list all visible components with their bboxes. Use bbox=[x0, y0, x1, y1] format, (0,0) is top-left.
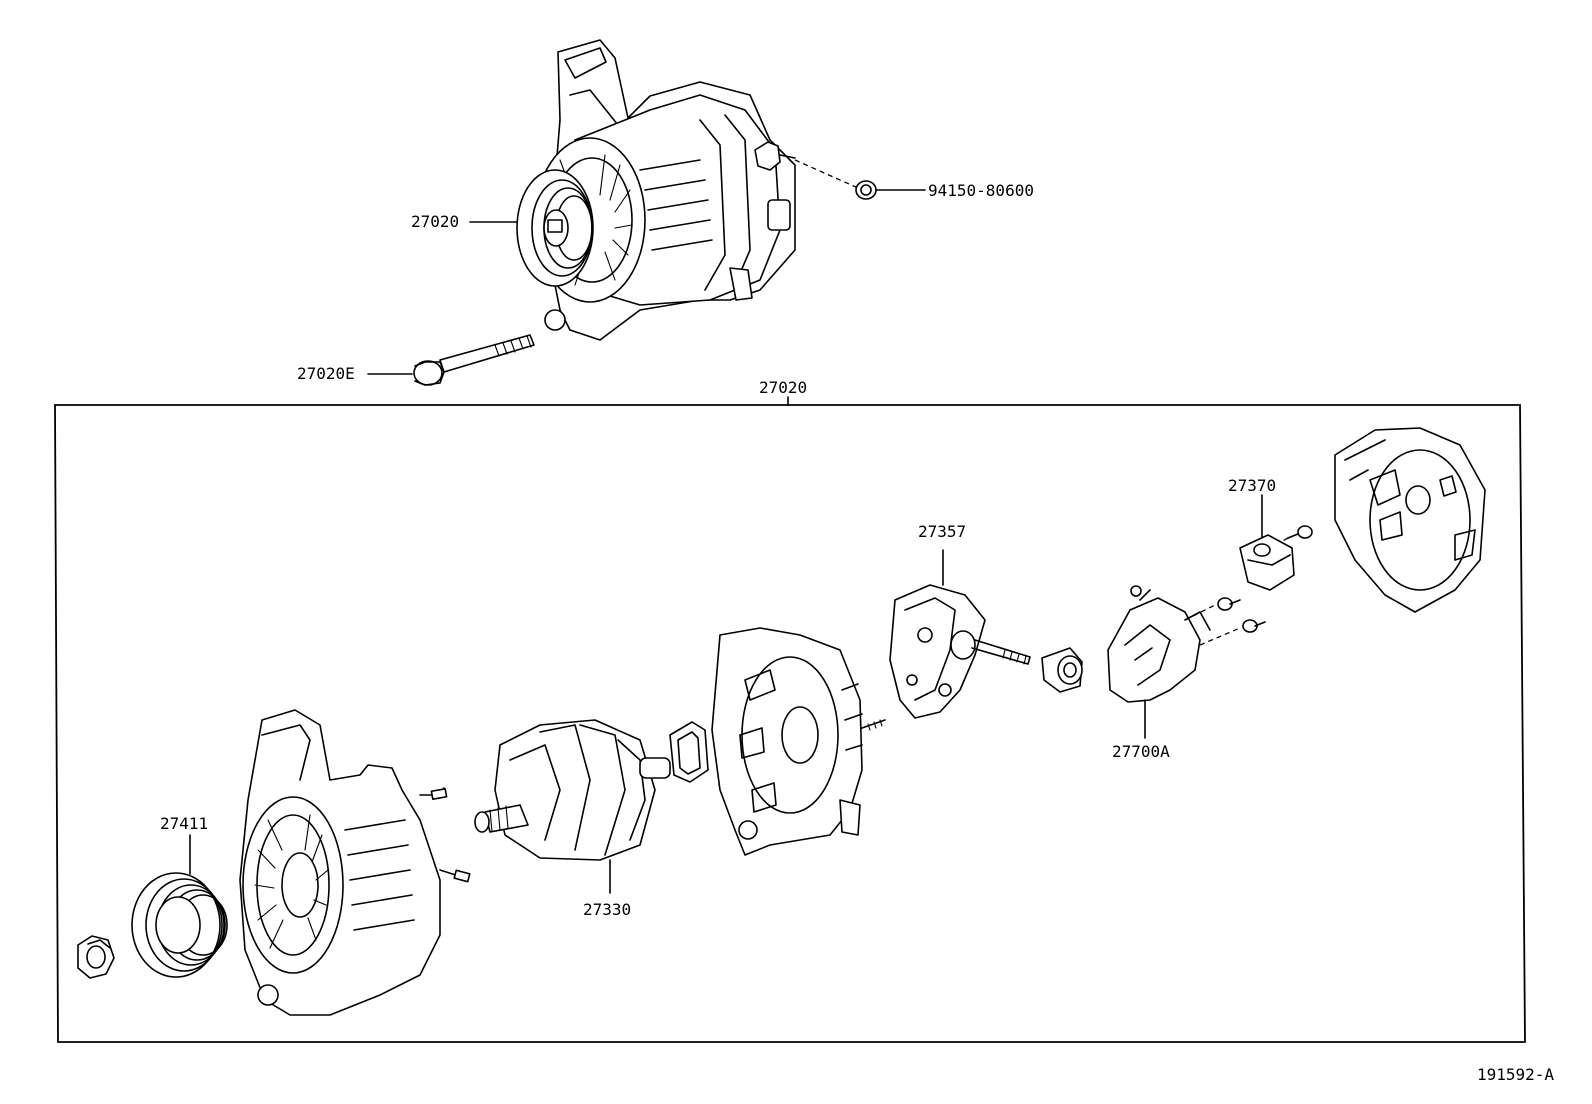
rectifier-drawing bbox=[889, 549, 1031, 719]
label-nut-terminal: 94150-80600 bbox=[928, 181, 1034, 200]
alternator-assembly-drawing bbox=[516, 39, 796, 341]
label-rotor: 27330 bbox=[583, 900, 632, 919]
screws-drawing bbox=[1217, 525, 1313, 633]
rear-cover-drawing bbox=[1334, 427, 1486, 613]
diagram-id: 191592-A bbox=[1477, 1065, 1555, 1084]
rear-housing-drawing bbox=[711, 627, 886, 856]
terminal-bushing-drawing bbox=[1041, 647, 1083, 693]
pulley-nut-drawing bbox=[77, 935, 115, 979]
brush-holder-drawing bbox=[1239, 494, 1295, 591]
label-bolt: 27020E bbox=[297, 364, 355, 383]
label-rectifier: 27357 bbox=[918, 522, 967, 541]
label-alternator-assy: 27020 bbox=[411, 212, 460, 231]
kit-frame bbox=[54, 396, 1526, 1043]
terminal-nut-drawing bbox=[794, 159, 926, 200]
mounting-bolt-drawing bbox=[367, 334, 535, 386]
label-regulator: 27700A bbox=[1112, 742, 1170, 761]
label-alternator-kit: 27020 bbox=[759, 378, 808, 397]
label-brush-holder: 27370 bbox=[1228, 476, 1277, 495]
rotor-drawing bbox=[474, 719, 671, 894]
front-housing-drawing bbox=[239, 709, 471, 1016]
pulley-drawing bbox=[131, 834, 228, 978]
regulator-drawing bbox=[1107, 585, 1241, 739]
label-pulley: 27411 bbox=[160, 814, 209, 833]
gasket-drawing bbox=[669, 721, 709, 783]
